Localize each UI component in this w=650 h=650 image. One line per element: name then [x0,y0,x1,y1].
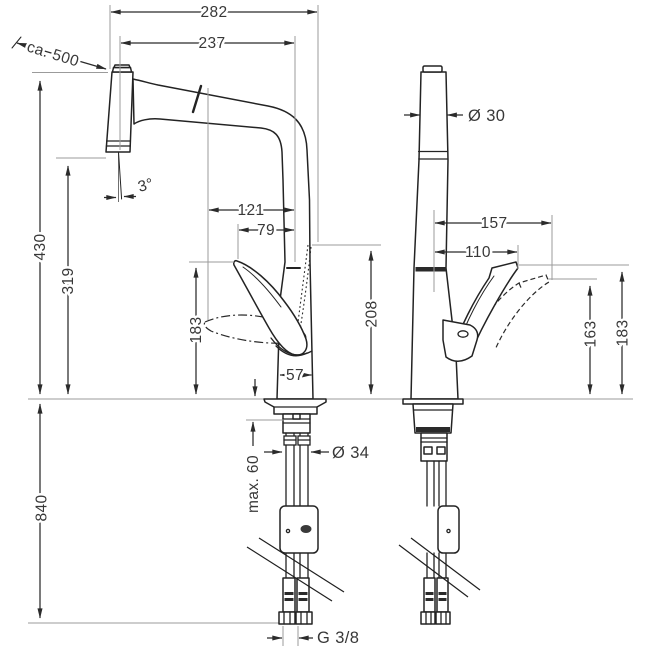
side-shank-knurl2 [436,446,446,455]
side-break-line2 [410,537,481,591]
side-flange-band [416,427,450,432]
side-shank-knurl [423,446,433,455]
label-3deg: 3° [136,175,155,195]
dimension-lines [11,9,625,641]
dimension-labels: 282 237 ca. 500 3° 430 319 840 183 208 1… [22,2,634,650]
weight-detail-dot [285,528,291,534]
extension-lines [32,5,629,646]
right-faucet-side-view [398,65,550,625]
column-joint-dark [415,267,447,272]
label-183-right: 183 [615,319,632,346]
label-121: 121 [237,202,264,219]
side-break-line [398,544,469,598]
label-319: 319 [60,267,77,294]
label-o34: Ø 34 [332,444,369,462]
side-handle-base [442,319,479,362]
supply-hoses [283,432,311,581]
label-183-left: 183 [188,316,205,343]
reference-lines [28,398,633,624]
label-g38: G 3/8 [317,629,359,647]
hose-weight [279,505,319,554]
side-weight-dot [446,528,451,534]
label-79: 79 [257,222,275,239]
spout-seam [191,84,203,114]
label-ca500: ca. 500 [25,39,81,71]
label-282: 282 [200,4,227,21]
label-o30: Ø 30 [468,107,505,125]
handle-highlight [242,266,282,308]
weight-detail-oval [300,525,312,533]
break-line [246,546,333,602]
handle-boss-arc2 [275,345,308,357]
pullout-hose-dotted-2 [299,246,312,331]
hex-connectors [278,611,313,625]
label-208: 208 [364,300,381,327]
handle-boss-arc [270,337,313,356]
label-237: 237 [198,35,225,52]
label-max60: max. 60 [245,455,262,513]
label-157: 157 [480,215,507,232]
left-faucet-front-view [105,64,345,625]
side-braided-ends [423,577,449,613]
side-escutcheon-skirt [412,403,454,434]
braided-hose-ends [282,577,310,613]
label-163: 163 [583,320,600,347]
break-line2 [258,537,345,593]
label-840: 840 [34,494,51,521]
tilt-axis-line [118,151,123,200]
dim-ca500-tick [11,36,22,49]
column-cap [422,65,443,73]
label-430: 430 [32,233,49,260]
side-hex-connectors [420,611,451,625]
dim-ca500-leader [16,42,107,70]
spray-head-cap-top [113,64,131,69]
label-57: 57 [286,367,304,384]
pullout-hose-dotted [296,244,309,331]
shank-notch [292,413,301,420]
label-110: 110 [465,244,491,261]
handle-base-button [457,330,469,338]
